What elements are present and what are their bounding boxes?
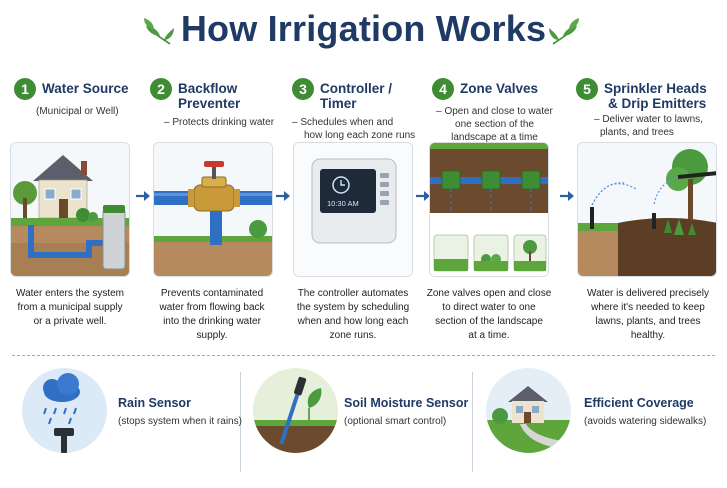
step-subtitle: (Municipal or Well) <box>36 106 119 117</box>
step-number-badge: 5 <box>576 78 598 100</box>
clock-time-label: 10:30 AM <box>327 199 359 208</box>
step-controller-timer: 3 Controller / Timer – Schedules when an… <box>292 78 427 142</box>
rain-sensor-icon <box>22 368 107 453</box>
feature-subtitle: (stops system when it rains) <box>118 416 242 427</box>
house-well-icon <box>11 143 129 276</box>
step-subtitle: – Protects drinking water <box>164 117 275 128</box>
step-sprinkler-heads: 5 Sprinkler Heads & Drip Emitters – Deli… <box>576 78 721 139</box>
step-subtitle-line: plants, and trees <box>600 127 674 138</box>
description-line: section of the landscape <box>435 316 543 327</box>
step-title: Zone Valves <box>460 81 539 96</box>
description-line: into the drinking water <box>163 316 261 327</box>
description-line: Prevents contaminated <box>160 288 264 299</box>
description-line: Water is delivered precisely <box>587 288 709 299</box>
description-line: Zone valves open and close <box>426 288 552 299</box>
step-number-badge: 2 <box>150 78 172 100</box>
step-subtitle-line: landscape at a time <box>451 132 538 143</box>
step-zone-valves: 4 Zone Valves – Open and close to water … <box>432 78 562 144</box>
house-lawn-icon <box>486 368 571 453</box>
zone-valves-icon <box>430 143 548 276</box>
arrow-right-icon <box>136 191 150 201</box>
step-subtitle-line: how long each zone runs <box>304 130 416 141</box>
feature-title: Efficient Coverage <box>584 396 694 410</box>
description-line: Water enters the system <box>16 288 124 299</box>
step-description: Water enters the system from a municipal… <box>4 287 136 329</box>
backflow-valve-icon <box>154 143 272 276</box>
description-line: where it's needed to keep <box>591 302 705 313</box>
description-line: at a time. <box>468 330 510 341</box>
step-title: Controller / Timer <box>320 81 393 111</box>
title-area: How Irrigation Works <box>0 4 727 54</box>
feature-title: Soil Moisture Sensor <box>344 396 469 410</box>
water-source-illustration <box>10 142 130 277</box>
step-subtitle-line: one section of the <box>455 119 534 130</box>
description-line: the system by scheduling <box>296 302 410 313</box>
page-title: How Irrigation Works <box>180 8 547 49</box>
arrow-right-icon <box>276 191 290 201</box>
controller-timer-icon: 10:30 AM <box>294 143 412 276</box>
step-water-source: 1 Water Source (Municipal or Well) <box>14 78 144 118</box>
feature-subtitle: (optional smart control) <box>344 416 447 427</box>
step-description: Prevents contaminated water from flowing… <box>146 287 278 343</box>
description-line: when and how long each <box>297 316 409 327</box>
step-description: Zone valves open and close to direct wat… <box>423 287 555 343</box>
feature-separator <box>472 372 473 472</box>
description-line: water from flowing back <box>159 302 265 313</box>
soil-sensor-icon <box>253 368 338 453</box>
section-divider <box>12 355 715 356</box>
step-subtitle-line: – Schedules when and <box>292 117 394 128</box>
arrow-right-icon <box>416 191 430 201</box>
feature-title: Rain Sensor <box>118 396 191 410</box>
leaf-icon <box>144 18 174 45</box>
arrow-right-icon <box>560 191 574 201</box>
description-line: lawns, plants, and trees <box>595 316 701 327</box>
step-number-badge: 4 <box>432 78 454 100</box>
step-backflow-preventer: 2 Backflow Preventer – Protects drinking… <box>150 78 285 129</box>
description-line: supply. <box>196 330 228 341</box>
step-number-badge: 3 <box>292 78 314 100</box>
description-line: zone runs. <box>329 330 377 341</box>
description-line: or a private well. <box>33 316 107 327</box>
step-description: Water is delivered precisely where it's … <box>578 287 718 343</box>
description-line: to direct water to one <box>442 302 536 313</box>
step-subtitle-line: – Open and close to water <box>436 106 553 117</box>
step-title-line: & Drip Emitters <box>608 96 707 111</box>
zone-valves-illustration <box>429 142 549 277</box>
step-title: Water Source <box>42 81 129 96</box>
step-number-badge: 1 <box>14 78 36 100</box>
description-line: healthy. <box>630 330 666 341</box>
description-line: The controller automates <box>297 288 409 299</box>
backflow-preventer-illustration <box>153 142 273 277</box>
step-description: The controller automates the system by s… <box>287 287 419 343</box>
controller-illustration: 10:30 AM <box>293 142 413 277</box>
leaf-icon <box>549 18 579 45</box>
sprinkler-drip-icon <box>578 143 716 276</box>
description-line: from a municipal supply <box>17 302 123 313</box>
step-title-line: Sprinkler Heads <box>604 81 707 96</box>
step-title: Backflow Preventer <box>178 81 241 111</box>
step-subtitle-line: – Deliver water to lawns, <box>594 114 703 125</box>
feature-subtitle: (avoids watering sidewalks) <box>584 416 707 427</box>
feature-separator <box>240 372 241 472</box>
sprinkler-illustration <box>577 142 717 277</box>
